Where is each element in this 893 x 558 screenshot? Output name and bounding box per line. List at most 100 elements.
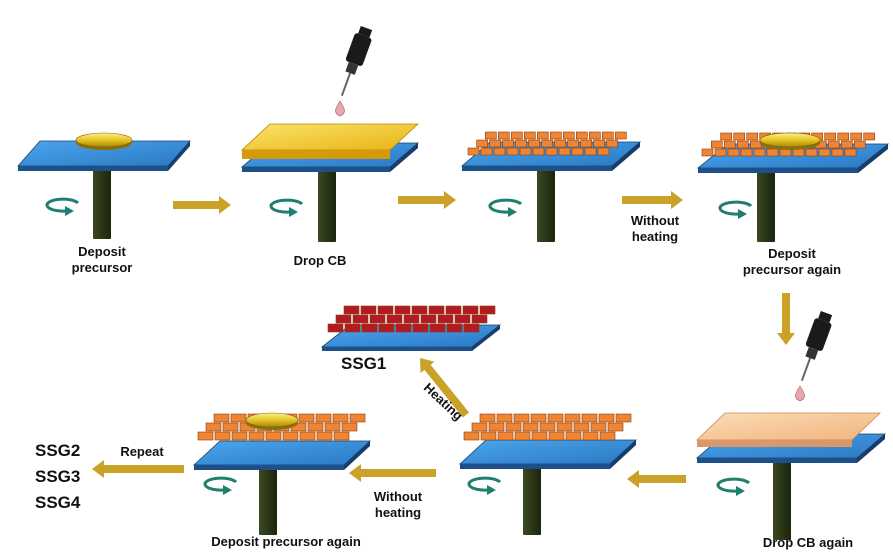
rotation-arrow-icon	[45, 197, 80, 216]
heated-grain	[378, 323, 395, 333]
perovskite-grain	[485, 131, 497, 140]
arrow-4-to-5	[777, 293, 795, 345]
heated-grain	[437, 314, 454, 324]
perovskite-grain	[701, 148, 714, 157]
label-ssg1: SSG1	[341, 354, 387, 373]
substrate-ssg1-side	[472, 325, 500, 351]
perovskite-grain	[498, 131, 510, 140]
post	[757, 158, 775, 242]
perovskite-grain	[496, 413, 513, 423]
perovskite-grain	[733, 132, 745, 141]
perovskite-grain	[740, 148, 753, 157]
substrate-stage6-side	[610, 440, 636, 469]
perovskite-grain	[213, 413, 230, 423]
perovskite-grain	[554, 139, 566, 148]
perovskite-grain	[480, 431, 497, 441]
perovskite-grain	[205, 422, 222, 432]
perovskite-grain	[550, 131, 562, 140]
perovskite-grain	[471, 422, 488, 432]
heated-grain	[462, 305, 479, 315]
heated-grain	[343, 305, 360, 315]
perovskite-grain	[539, 422, 556, 432]
rotation-arrow-icon	[716, 477, 751, 496]
perovskite-grain	[597, 147, 610, 156]
perovskite-grain	[505, 422, 522, 432]
label-without-heating-1: Without heating	[630, 213, 680, 244]
substrate-stage6	[458, 439, 638, 465]
perovskite-grain	[841, 140, 853, 149]
perovskite-grain	[606, 139, 618, 148]
post	[537, 159, 555, 242]
perovskite-grain	[779, 148, 792, 157]
perovskite-grain	[307, 422, 324, 432]
perovskite-grain	[497, 431, 514, 441]
perovskite-grain	[824, 132, 836, 141]
perovskite-grain	[298, 413, 315, 423]
heated-grain	[360, 305, 377, 315]
perovskite-grain	[863, 132, 875, 141]
heated-grain	[446, 323, 463, 333]
perovskite-grain	[573, 422, 590, 432]
post	[259, 455, 277, 535]
perovskite-grain	[818, 148, 831, 157]
perovskite-grain	[502, 139, 514, 148]
substrate-ssg1-edge	[322, 347, 472, 351]
label-deposit-precursor-again-1: Deposit precursor again	[742, 246, 842, 277]
perovskite-grain	[599, 431, 616, 441]
perovskite-grain	[581, 413, 598, 423]
perovskite-grain	[513, 413, 530, 423]
perovskite-grain	[548, 431, 565, 441]
perovskite-grain	[828, 140, 840, 149]
perovskite-grain	[349, 413, 366, 423]
heated-grain	[471, 314, 488, 324]
cb-layer-again	[696, 412, 881, 441]
pipette-icon	[795, 310, 833, 402]
substrate-stage7-edge	[194, 465, 344, 470]
rotation-indicators	[45, 197, 753, 496]
perovskite-grain	[724, 140, 736, 149]
perovskite-grain	[607, 422, 624, 432]
precursor-disc	[75, 132, 133, 148]
heated-grain	[454, 314, 471, 324]
perovskite-grain	[545, 147, 558, 156]
perovskite-grain	[222, 422, 239, 432]
heated-grain	[361, 323, 378, 333]
substrate-stage1-edge	[18, 166, 168, 171]
arrow-5-to-6	[627, 470, 686, 488]
rotation-arrow-icon	[203, 476, 238, 495]
droplet-icon	[795, 385, 805, 402]
heated-grain	[463, 323, 480, 333]
perovskite-grain	[341, 422, 358, 432]
perovskite-grain	[805, 148, 818, 157]
perovskite-grain	[528, 139, 540, 148]
heated-grain	[428, 305, 445, 315]
perovskite-grain	[333, 431, 350, 441]
perovskite-grain	[547, 413, 564, 423]
perovskite-grain	[532, 147, 545, 156]
perovskite-grain	[844, 148, 857, 157]
perovskite-grain	[589, 131, 601, 140]
heated-grain	[344, 323, 361, 333]
pipette-icon	[335, 25, 373, 117]
rotation-arrow-icon	[467, 476, 502, 495]
perovskite-grain	[714, 148, 727, 157]
perovskite-grain	[584, 147, 597, 156]
pipettes	[335, 25, 833, 402]
rotation-arrow-icon	[269, 198, 304, 217]
droplet-icon	[335, 100, 345, 117]
perovskite-grain	[727, 148, 740, 157]
heated-grain	[327, 323, 344, 333]
substrate-stage2-side	[390, 143, 418, 172]
heated-grain	[420, 314, 437, 324]
label-deposit-precursor-again-2: Deposit precursor again	[211, 534, 361, 549]
arrow-heating	[420, 358, 470, 418]
post	[523, 455, 541, 535]
arrow-1-to-2	[173, 196, 231, 214]
perovskite-grain	[837, 132, 849, 141]
perovskite-grain	[511, 131, 523, 140]
perovskite-grain	[850, 132, 862, 141]
label-drop-cb: Drop CB	[293, 253, 347, 268]
spin-coater-posts	[93, 158, 791, 540]
cb-layer	[240, 123, 420, 151]
substrate-stage3-edge	[462, 166, 612, 171]
